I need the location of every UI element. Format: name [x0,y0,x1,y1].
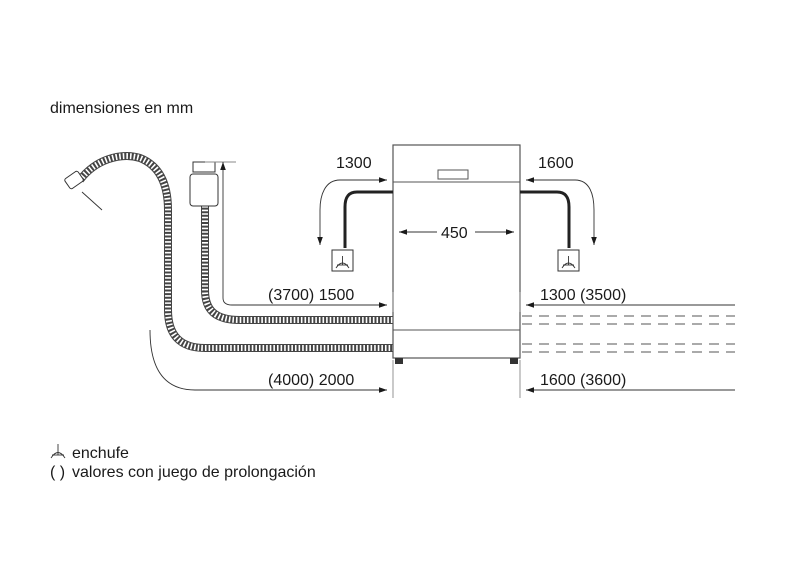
inlet-hose [189,161,393,324]
socket-left [331,249,354,272]
legend: enchufe ( ) valores con juego de prolong… [50,444,316,481]
legend-extension-text: valores con juego de prolongación [72,464,316,481]
foot-right [510,358,518,364]
dim-drain-left: (4000) 2000 [268,372,354,389]
dim-inlet-right: 1300 (3500) [540,287,626,304]
control-display [437,169,469,180]
dim-left-height: 1300 [336,155,372,172]
tap-connector [192,161,216,173]
dim-right-height: 1600 [538,155,574,172]
dim-width: 450 [441,225,468,242]
legend-paren-symbol: ( ) [50,464,65,481]
legend-socket-text: enchufe [72,445,129,462]
inlet-left-dim-line [222,297,387,308]
aquastop-valve [189,173,219,207]
cord-reach-left-arrow [317,177,387,245]
drain-hose [64,152,393,352]
dim-drain-right: 1600 (3600) [540,372,626,389]
power-cord-left [343,190,393,248]
socket-icon [50,444,66,459]
socket-right [557,249,580,272]
diagram-title: dimensiones en mm [50,100,193,117]
power-cord-right [520,190,571,248]
dim-inlet-left: (3700) 1500 [268,287,354,304]
right-hose-routing [522,315,735,353]
dishwasher-front [392,144,521,364]
foot-left [395,358,403,364]
cord-reach-right-arrow [526,177,597,245]
drain-left-dim-line [149,329,387,393]
